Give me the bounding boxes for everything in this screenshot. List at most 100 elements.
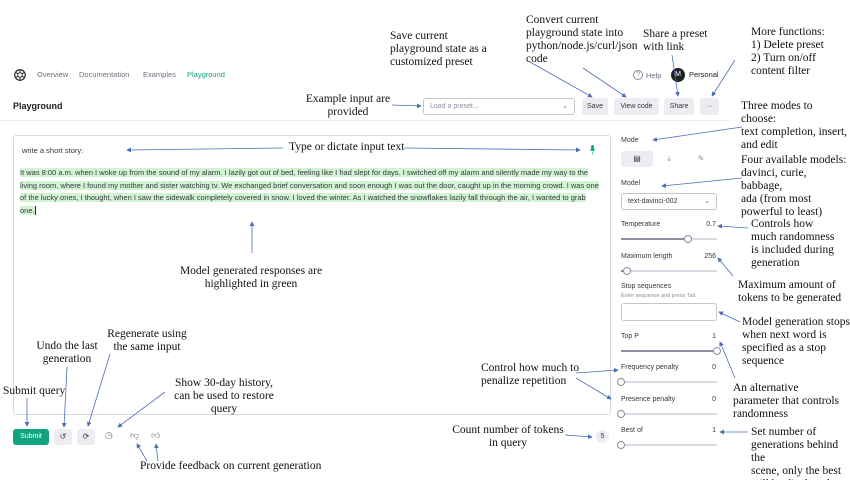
nav-documentation[interactable]: Documentation bbox=[79, 70, 130, 79]
arrow-view-code bbox=[582, 67, 627, 98]
annotation-temperature: Controls how much randomness is included… bbox=[751, 218, 835, 269]
top-p-slider[interactable] bbox=[621, 347, 721, 355]
account-label[interactable]: Personal bbox=[689, 70, 719, 79]
mode-label: Mode bbox=[621, 137, 639, 144]
temperature-slider[interactable] bbox=[621, 235, 717, 243]
edit-mode-icon[interactable]: ✎ bbox=[697, 154, 705, 163]
annotation-example-input: Example input are provided bbox=[305, 93, 391, 118]
arrow-models bbox=[661, 177, 743, 188]
arrow-top-p bbox=[719, 341, 736, 379]
page-title: Playground bbox=[13, 101, 63, 111]
annotation-undo: Undo the last generation bbox=[36, 340, 98, 365]
share-button[interactable]: Share bbox=[664, 98, 694, 115]
annotation-share: Share a preset with link bbox=[643, 28, 708, 53]
max-length-label: Maximum length bbox=[621, 253, 673, 260]
arrow-count-tokens bbox=[564, 434, 593, 440]
slider-knob[interactable] bbox=[713, 347, 721, 355]
temperature-value[interactable]: 0.7 bbox=[706, 221, 716, 228]
arrow-feedback-down bbox=[136, 443, 148, 462]
annotation-max-length: Maximum amount of tokens to be generated bbox=[738, 279, 842, 304]
thumbs-up-icon[interactable]: 👍︎ bbox=[151, 430, 161, 440]
undo-icon: ↺ bbox=[59, 432, 67, 441]
submit-button[interactable]: Submit bbox=[13, 429, 49, 445]
annotation-best-of: Set number of generations behind the sce… bbox=[751, 426, 842, 480]
slider-knob[interactable] bbox=[622, 267, 631, 275]
microphone-icon[interactable] bbox=[589, 145, 596, 155]
help-link[interactable]: ? Help bbox=[633, 70, 661, 80]
regenerate-button[interactable]: ⟳ bbox=[77, 429, 95, 445]
nav-playground[interactable]: Playground bbox=[187, 70, 225, 79]
generated-text: It was 8:00 a.m. when I woke up from the… bbox=[20, 168, 599, 215]
openai-logo-icon[interactable] bbox=[13, 68, 27, 82]
slider-knob[interactable] bbox=[617, 410, 625, 418]
arrow-max-length bbox=[717, 257, 734, 277]
arrow-temperature bbox=[717, 223, 749, 229]
annotation-modes: Three modes to choose: text completion, … bbox=[741, 100, 848, 151]
help-icon: ? bbox=[633, 70, 643, 80]
nav-overview[interactable]: Overview bbox=[37, 70, 69, 79]
annotation-penalize: Control how much to penalize repetition bbox=[481, 362, 580, 387]
complete-mode-icon[interactable]: ▤ bbox=[621, 151, 653, 167]
annotation-count-tokens: Count number of tokens in query bbox=[452, 424, 564, 449]
model-select[interactable]: text-davinci-002 ⌄ bbox=[621, 193, 717, 210]
history-icon[interactable]: ◷ bbox=[105, 430, 113, 440]
chevron-down-icon: ⌄ bbox=[704, 198, 710, 205]
arrow-save bbox=[529, 61, 593, 98]
slider-knob[interactable] bbox=[617, 441, 625, 449]
arrow-stop bbox=[718, 311, 741, 323]
model-label: Model bbox=[621, 180, 641, 187]
annotation-feedback: Provide feedback on current generation bbox=[140, 460, 322, 472]
max-length-value[interactable]: 256 bbox=[704, 253, 716, 260]
token-count-badge: 5 bbox=[596, 430, 609, 443]
model-value: text-davinci-002 bbox=[628, 198, 678, 205]
annotation-regenerate: Regenerate using the same input bbox=[107, 328, 187, 353]
save-button[interactable]: Save bbox=[582, 98, 608, 115]
annotation-save-preset: Save current playground state as a custo… bbox=[390, 30, 487, 68]
prompt-editor[interactable] bbox=[13, 135, 611, 415]
nav-examples[interactable]: Examples bbox=[143, 70, 176, 79]
avatar[interactable]: M bbox=[671, 68, 685, 82]
top-p-value[interactable]: 1 bbox=[712, 333, 716, 340]
best-of-slider[interactable] bbox=[617, 441, 717, 449]
presence-penalty-value[interactable]: 0 bbox=[712, 396, 716, 403]
arrow-feedback-up bbox=[154, 443, 159, 462]
top-p-label: Top P bbox=[621, 333, 639, 340]
view-code-button[interactable]: View code bbox=[614, 98, 659, 115]
stop-sequences-input[interactable] bbox=[621, 303, 717, 321]
best-of-label: Best of bbox=[621, 427, 643, 434]
presence-penalty-slider[interactable] bbox=[617, 410, 717, 418]
stop-sequences-label: Stop sequences bbox=[621, 283, 672, 290]
slider-knob[interactable] bbox=[617, 378, 625, 386]
temperature-label: Temperature bbox=[621, 221, 661, 228]
arrow-modes bbox=[652, 126, 743, 142]
annotation-highlighted: Model generated responses are highlighte… bbox=[179, 265, 323, 290]
presence-penalty-label: Presence penalty bbox=[621, 396, 676, 403]
thumbs-down-icon[interactable]: 👎︎ bbox=[130, 430, 140, 440]
frequency-penalty-value[interactable]: 0 bbox=[712, 364, 716, 371]
more-button[interactable]: ··· bbox=[700, 98, 719, 115]
annotation-type-input: Type or dictate input text bbox=[289, 141, 405, 153]
annotation-models: Four available models: davinci, curie, b… bbox=[741, 154, 847, 218]
max-length-slider[interactable] bbox=[621, 267, 717, 275]
stop-sequences-hint: Enter sequence and press Tab bbox=[621, 293, 696, 299]
preset-placeholder: Load a preset... bbox=[430, 103, 479, 110]
preset-select[interactable]: Load a preset... ⌄ bbox=[423, 98, 575, 115]
help-label: Help bbox=[646, 70, 662, 80]
chevron-down-icon: ⌄ bbox=[562, 103, 568, 110]
arrow-example-input bbox=[391, 103, 422, 109]
mode-selector[interactable]: ▤ ⤓ ✎ bbox=[621, 151, 717, 167]
regenerate-icon: ⟳ bbox=[82, 432, 90, 441]
prompt-text: write a short story: bbox=[22, 146, 84, 155]
annotation-submit: Submit query bbox=[3, 385, 66, 397]
frequency-penalty-label: Frequency penalty bbox=[621, 364, 679, 371]
frequency-penalty-slider[interactable] bbox=[617, 378, 717, 386]
slider-knob[interactable] bbox=[684, 235, 693, 243]
annotation-view-code: Convert current playground state into py… bbox=[526, 14, 638, 65]
annotation-more-functions: More functions: 1) Delete preset 2) Turn… bbox=[751, 26, 825, 77]
annotation-stop-sequence: Model generation stops when next word is… bbox=[742, 316, 850, 367]
annotation-top-p: An alternative parameter that controls r… bbox=[733, 382, 840, 420]
undo-button[interactable]: ↺ bbox=[54, 429, 72, 445]
insert-mode-icon[interactable]: ⤓ bbox=[667, 154, 671, 163]
best-of-value[interactable]: 1 bbox=[712, 427, 716, 434]
header-divider bbox=[0, 120, 730, 121]
